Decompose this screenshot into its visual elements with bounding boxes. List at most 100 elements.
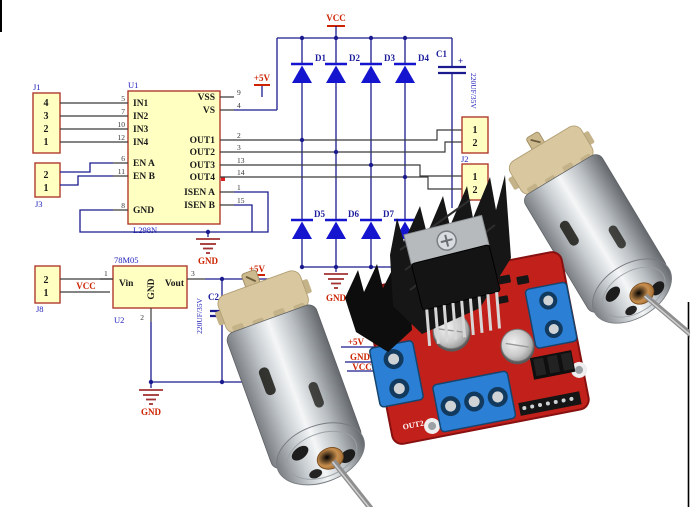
j1-pin4: 4 xyxy=(44,98,49,109)
l298-package xyxy=(403,214,501,347)
diode-label-d4: D4 xyxy=(418,53,429,63)
ground-symbol-diodes xyxy=(324,273,348,289)
board-silkscreen-out2: OUT2 xyxy=(402,419,425,432)
u1-num-9: 9 xyxy=(237,88,241,97)
u2-num-1: 1 xyxy=(104,269,108,278)
j1-pin3: 3 xyxy=(44,111,49,122)
j2b-pin2: 2 xyxy=(473,185,478,196)
ground-symbol-reg xyxy=(139,389,163,405)
vss-5v-label: +5V xyxy=(254,73,271,83)
gnd-label-diodes: GND xyxy=(326,293,347,303)
j8-pin1: 1 xyxy=(44,288,49,299)
c1-plus: + xyxy=(458,56,463,66)
diode-label-d3: D3 xyxy=(384,53,395,63)
connector-j8 xyxy=(34,265,61,304)
u1-pin-enb: EN B xyxy=(133,172,156,182)
u1-pin-isenb: ISEN B xyxy=(184,201,216,211)
j3-pin1: 1 xyxy=(44,183,49,194)
diode-label-d6: D6 xyxy=(348,209,359,219)
diode-label-d5: D5 xyxy=(314,209,325,219)
j8-pin2: 2 xyxy=(44,275,49,286)
u1-num-1: 1 xyxy=(237,183,241,192)
u1-pin-gnd: GND xyxy=(133,206,154,216)
j2b-pin1: 1 xyxy=(473,172,478,183)
u1-pin-ena: EN A xyxy=(133,159,155,169)
j2a-pin1: 1 xyxy=(473,125,478,136)
red-dot-artifact xyxy=(221,177,225,181)
j1-ref: J1 xyxy=(33,82,41,92)
u1-pin-in3: IN3 xyxy=(133,125,149,135)
net-gnd-label: GND xyxy=(350,352,371,362)
u1-pin-out4: OUT4 xyxy=(190,173,216,183)
j1-pin1: 1 xyxy=(44,137,49,148)
gnd-label-chip: GND xyxy=(198,256,219,266)
j1-pin2: 2 xyxy=(44,124,49,135)
u2-body xyxy=(112,265,188,309)
u1-num-11: 11 xyxy=(118,167,125,176)
flyback-diodes xyxy=(291,38,416,267)
u2-part: 78M05 xyxy=(114,255,139,265)
u1-pin-isena: ISEN A xyxy=(184,188,215,198)
vcc-top-label: VCC xyxy=(326,13,346,23)
j2a-ref: J2 xyxy=(461,154,469,164)
j3-ref: J3 xyxy=(35,199,43,209)
u2-pin-vout: Vout xyxy=(165,279,185,289)
u1-pin-in2: IN2 xyxy=(133,112,149,122)
u1-pin-out2: OUT2 xyxy=(190,148,216,158)
c1-ref: C1 xyxy=(436,49,447,59)
jumper-block xyxy=(529,350,576,380)
u1-num-3: 3 xyxy=(237,143,241,152)
net-5v-label: +5V xyxy=(348,337,365,347)
u1-pin-out3: OUT3 xyxy=(190,161,216,171)
net-vcc-label: VCC xyxy=(352,362,372,372)
power-net-wires xyxy=(341,346,376,372)
u1-num-15: 15 xyxy=(237,196,245,205)
out-wires xyxy=(234,129,462,190)
j2a-pin2: 2 xyxy=(473,138,478,149)
u1-body xyxy=(127,90,221,225)
connector-j3 xyxy=(34,162,61,198)
j3-wires xyxy=(60,162,113,186)
u1-pin-in1: IN1 xyxy=(133,99,149,109)
j1-wires xyxy=(60,102,113,143)
u2-pin-gnd: GND xyxy=(147,278,157,299)
vcc-j8-label: VCC xyxy=(76,281,96,291)
pin-header xyxy=(518,391,582,416)
gnd-label-reg: GND xyxy=(141,407,162,417)
u1-pin-in4: IN4 xyxy=(133,138,149,148)
ground-symbol-chip xyxy=(196,238,220,254)
u2-num-2: 2 xyxy=(140,313,144,322)
u1-pin-vs: VS xyxy=(203,106,215,116)
u1-num-10: 10 xyxy=(118,120,126,129)
connector-j1 xyxy=(32,92,61,154)
out-5v-label: +5V xyxy=(249,264,266,274)
u1-part: L298N xyxy=(133,225,157,235)
u1-num-4: 4 xyxy=(237,101,241,110)
u1-num-5: 5 xyxy=(121,94,125,103)
diode-label-d1: D1 xyxy=(315,53,326,63)
heatsink-photo xyxy=(345,175,511,352)
j3-pin2: 2 xyxy=(44,170,49,181)
u1-num-2: 2 xyxy=(237,131,241,140)
u1-num-14: 14 xyxy=(237,168,245,177)
u2-num-3: 3 xyxy=(191,269,195,278)
u1-num-12: 12 xyxy=(118,133,126,142)
c2-value: 220UF/35V xyxy=(195,298,204,334)
screw-terminals xyxy=(369,281,578,433)
u2-pin-vin: Vin xyxy=(119,279,134,289)
c1-value: 220UF/35V xyxy=(469,73,478,109)
u1-num-8: 8 xyxy=(121,201,125,210)
diode-label-d7: D7 xyxy=(383,209,394,219)
u1-pin-vss: VSS xyxy=(198,93,215,103)
connector-j2a xyxy=(461,116,489,154)
diode-label-d2: D2 xyxy=(349,53,360,63)
diode-gnd-rail xyxy=(302,266,405,272)
c2-ref: C2 xyxy=(208,292,219,302)
u2-ref: U2 xyxy=(114,315,124,325)
u1-ref: U1 xyxy=(128,80,138,90)
u1-num-13: 13 xyxy=(237,156,245,165)
u1-num-6: 6 xyxy=(121,154,125,163)
